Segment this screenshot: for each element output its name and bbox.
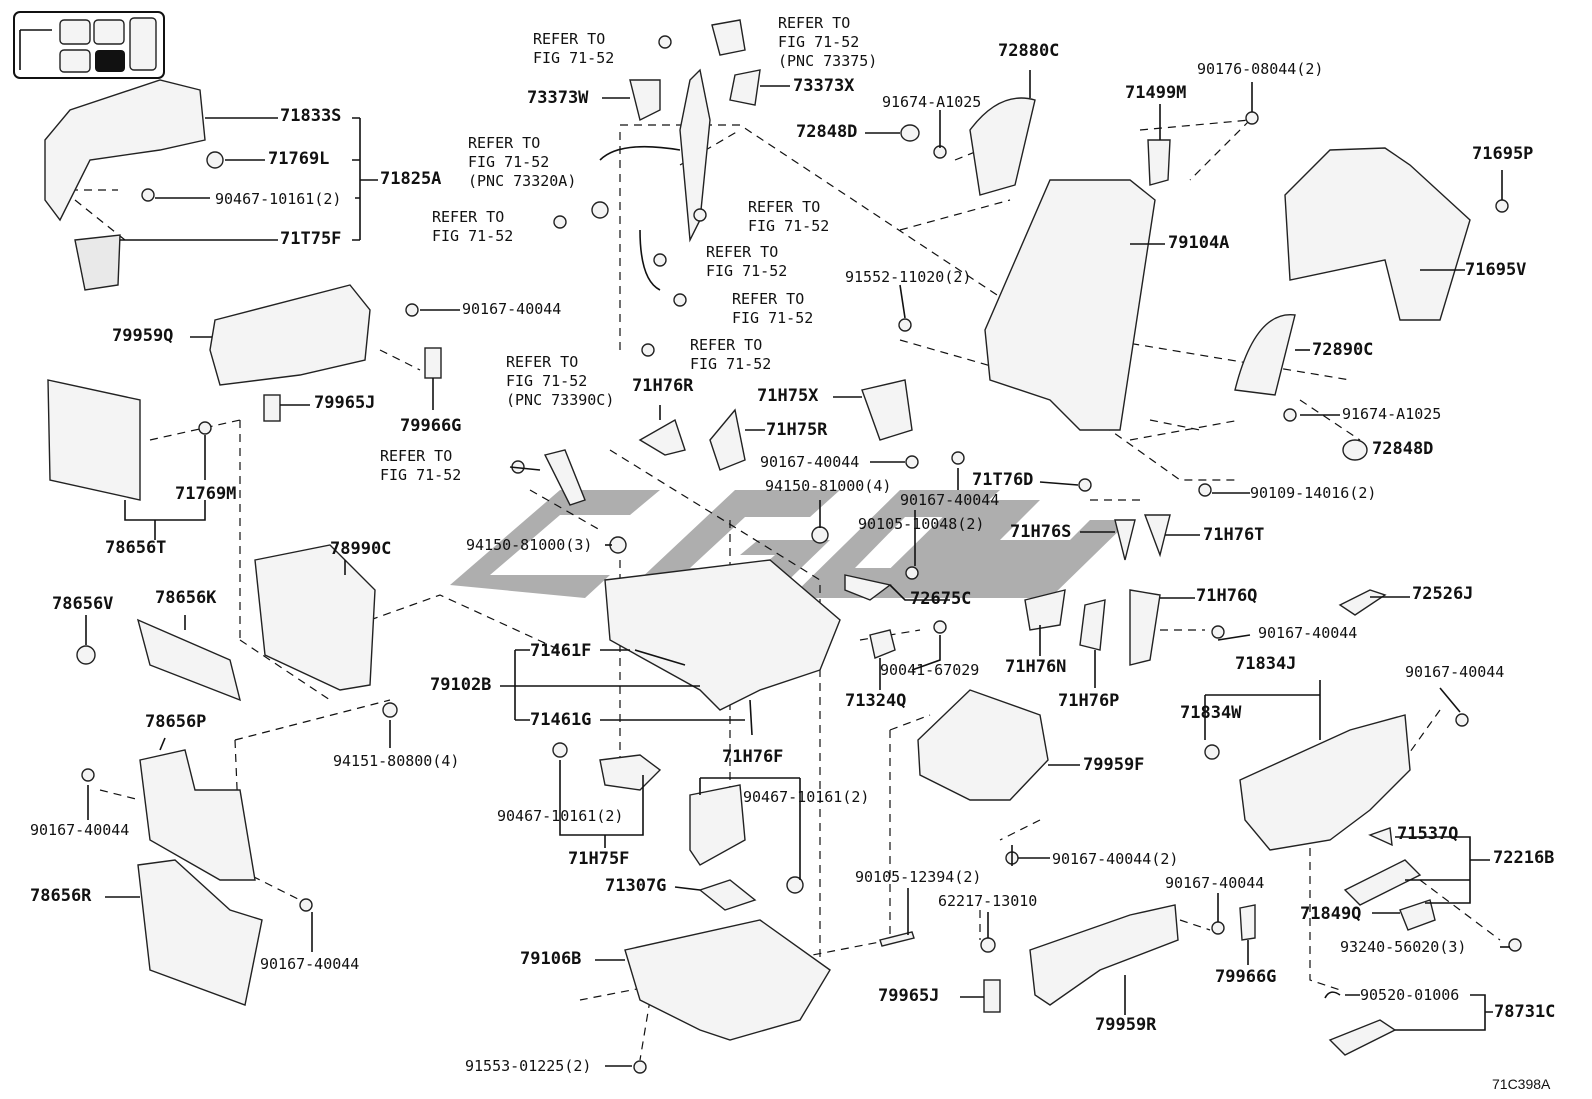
part-label[interactable]: 72848D [796, 122, 858, 142]
part-label[interactable]: 91674-A1025 [882, 93, 982, 111]
part-label[interactable]: 79106B [520, 949, 582, 969]
part-label[interactable]: 71307G [605, 876, 667, 896]
part-label[interactable]: 79102B [430, 675, 492, 695]
refer-note-2: REFER TO FIG 71-52 (PNC 73375) [778, 14, 878, 70]
part-label[interactable]: 79965J [314, 393, 376, 413]
part-label[interactable]: 71H76N [1005, 657, 1067, 677]
part-label[interactable]: 71834W [1180, 703, 1242, 723]
part-label[interactable]: 90467-10161(2) [497, 807, 624, 825]
part-label[interactable]: 94150-81000(3) [466, 536, 593, 554]
part-label[interactable]: 90105-12394(2) [855, 868, 982, 886]
refer-note-8: REFER TO FIG 71-52 [690, 336, 772, 373]
part-label[interactable]: 71H76F [722, 747, 784, 767]
part-label[interactable]: 79959F [1083, 755, 1145, 775]
part-label[interactable]: 90167-40044(2) [1052, 850, 1179, 868]
part-label[interactable]: 71H76P [1058, 691, 1120, 711]
part-label[interactable]: 79104A [1168, 233, 1230, 253]
refer-note-3: REFER TO FIG 71-52 (PNC 73320A) [468, 134, 577, 190]
part-label[interactable]: 71T76D [972, 470, 1034, 490]
part-label[interactable]: 90167-40044 [462, 300, 562, 318]
part-label[interactable]: 72880C [998, 41, 1060, 61]
refer-note-7: REFER TO FIG 71-52 [732, 290, 814, 327]
refer-note-1: REFER TO FIG 71-52 [533, 30, 615, 67]
part-label[interactable]: 90109-14016(2) [1250, 484, 1377, 502]
part-label[interactable]: 79966G [400, 416, 462, 436]
part-label[interactable]: 90167-40044 [760, 453, 860, 471]
part-label[interactable]: 90520-01006 [1360, 986, 1460, 1004]
part-label[interactable]: 79959Q [112, 326, 174, 346]
part-label[interactable]: 71695V [1465, 260, 1527, 280]
part-label[interactable]: 94151-80800(4) [333, 752, 460, 770]
part-label[interactable]: 71461G [530, 710, 592, 730]
part-label[interactable]: 71825A [380, 169, 442, 189]
part-label[interactable]: 90167-40044 [1258, 624, 1358, 642]
part-label[interactable]: 79959R [1095, 1015, 1157, 1035]
part-label[interactable]: 90167-40044 [900, 491, 1000, 509]
part-label[interactable]: 71H75X [757, 386, 819, 406]
part-label[interactable]: 91552-11020(2) [845, 268, 972, 286]
part-label[interactable]: 78656T [105, 538, 167, 558]
part-label[interactable]: 90167-40044 [1405, 663, 1505, 681]
part-label[interactable]: 90467-10161(2) [215, 190, 342, 208]
part-label[interactable]: 90167-40044 [30, 821, 130, 839]
part-label[interactable]: 72675C [910, 589, 972, 609]
part-label[interactable]: 78656P [145, 712, 207, 732]
refer-note-4: REFER TO FIG 71-52 [432, 208, 514, 245]
part-label[interactable]: 72890C [1312, 340, 1374, 360]
part-label[interactable]: 73373W [527, 88, 589, 108]
part-label[interactable]: 71H76Q [1196, 586, 1258, 606]
part-label[interactable]: 90105-10048(2) [858, 515, 985, 533]
part-label[interactable]: 90167-40044 [260, 955, 360, 973]
refer-note-5: REFER TO FIG 71-52 [748, 198, 830, 235]
parts [44, 19, 1522, 1074]
part-label[interactable]: 73373X [793, 76, 855, 96]
part-label[interactable]: 72526J [1412, 584, 1474, 604]
part-label[interactable]: 71833S [280, 106, 342, 126]
selected-seat-cell [95, 50, 125, 72]
part-label[interactable]: 90041-67029 [880, 661, 980, 679]
part-label[interactable]: 78656K [155, 588, 217, 608]
part-label[interactable]: 71461F [530, 641, 592, 661]
part-label[interactable]: 71769L [268, 149, 330, 169]
refer-note-9: REFER TO FIG 71-52 (PNC 73390C) [506, 353, 615, 409]
part-label[interactable]: 78990C [330, 539, 392, 559]
part-label[interactable]: 78656V [52, 594, 114, 614]
leader-lines [85, 70, 1510, 1067]
part-label[interactable]: 91553-01225(2) [465, 1057, 592, 1075]
seat-position-map [13, 11, 165, 79]
part-label[interactable]: 71695P [1472, 144, 1534, 164]
part-label[interactable]: 79965J [878, 986, 940, 1006]
part-label[interactable]: 72216B [1493, 848, 1555, 868]
part-label[interactable]: 71T75F [280, 229, 342, 249]
part-label[interactable]: 71769M [175, 484, 237, 504]
part-label[interactable]: 78656R [30, 886, 92, 906]
part-label[interactable]: 72848D [1372, 439, 1434, 459]
part-label[interactable]: 90167-40044 [1165, 874, 1265, 892]
part-label[interactable]: 71499M [1125, 83, 1187, 103]
diagram-id: 71C398A [1492, 1076, 1551, 1092]
part-label[interactable]: 71H76T [1203, 525, 1265, 545]
part-label[interactable]: 78731C [1494, 1002, 1556, 1022]
part-label[interactable]: 93240-56020(3) [1340, 938, 1467, 956]
part-label[interactable]: 71H76R [632, 376, 694, 396]
part-label[interactable]: 90467-10161(2) [743, 788, 870, 806]
part-label[interactable]: 94150-81000(4) [765, 477, 892, 495]
part-label[interactable]: 79966G [1215, 967, 1277, 987]
part-label[interactable]: 91674-A1025 [1342, 405, 1442, 423]
part-label[interactable]: 71324Q [845, 691, 907, 711]
part-label[interactable]: 71537Q [1397, 824, 1459, 844]
part-label[interactable]: 71H75R [766, 420, 828, 440]
refer-note-10: REFER TO FIG 71-52 [380, 447, 462, 484]
part-label[interactable]: 90176-08044(2) [1197, 60, 1324, 78]
part-label[interactable]: 71H75F [568, 849, 630, 869]
part-label[interactable]: 71H76S [1010, 522, 1072, 542]
part-label[interactable]: 71834J [1235, 654, 1297, 674]
part-label[interactable]: 62217-13010 [938, 892, 1038, 910]
part-label[interactable]: 71849Q [1300, 904, 1362, 924]
refer-note-6: REFER TO FIG 71-52 [706, 243, 788, 280]
